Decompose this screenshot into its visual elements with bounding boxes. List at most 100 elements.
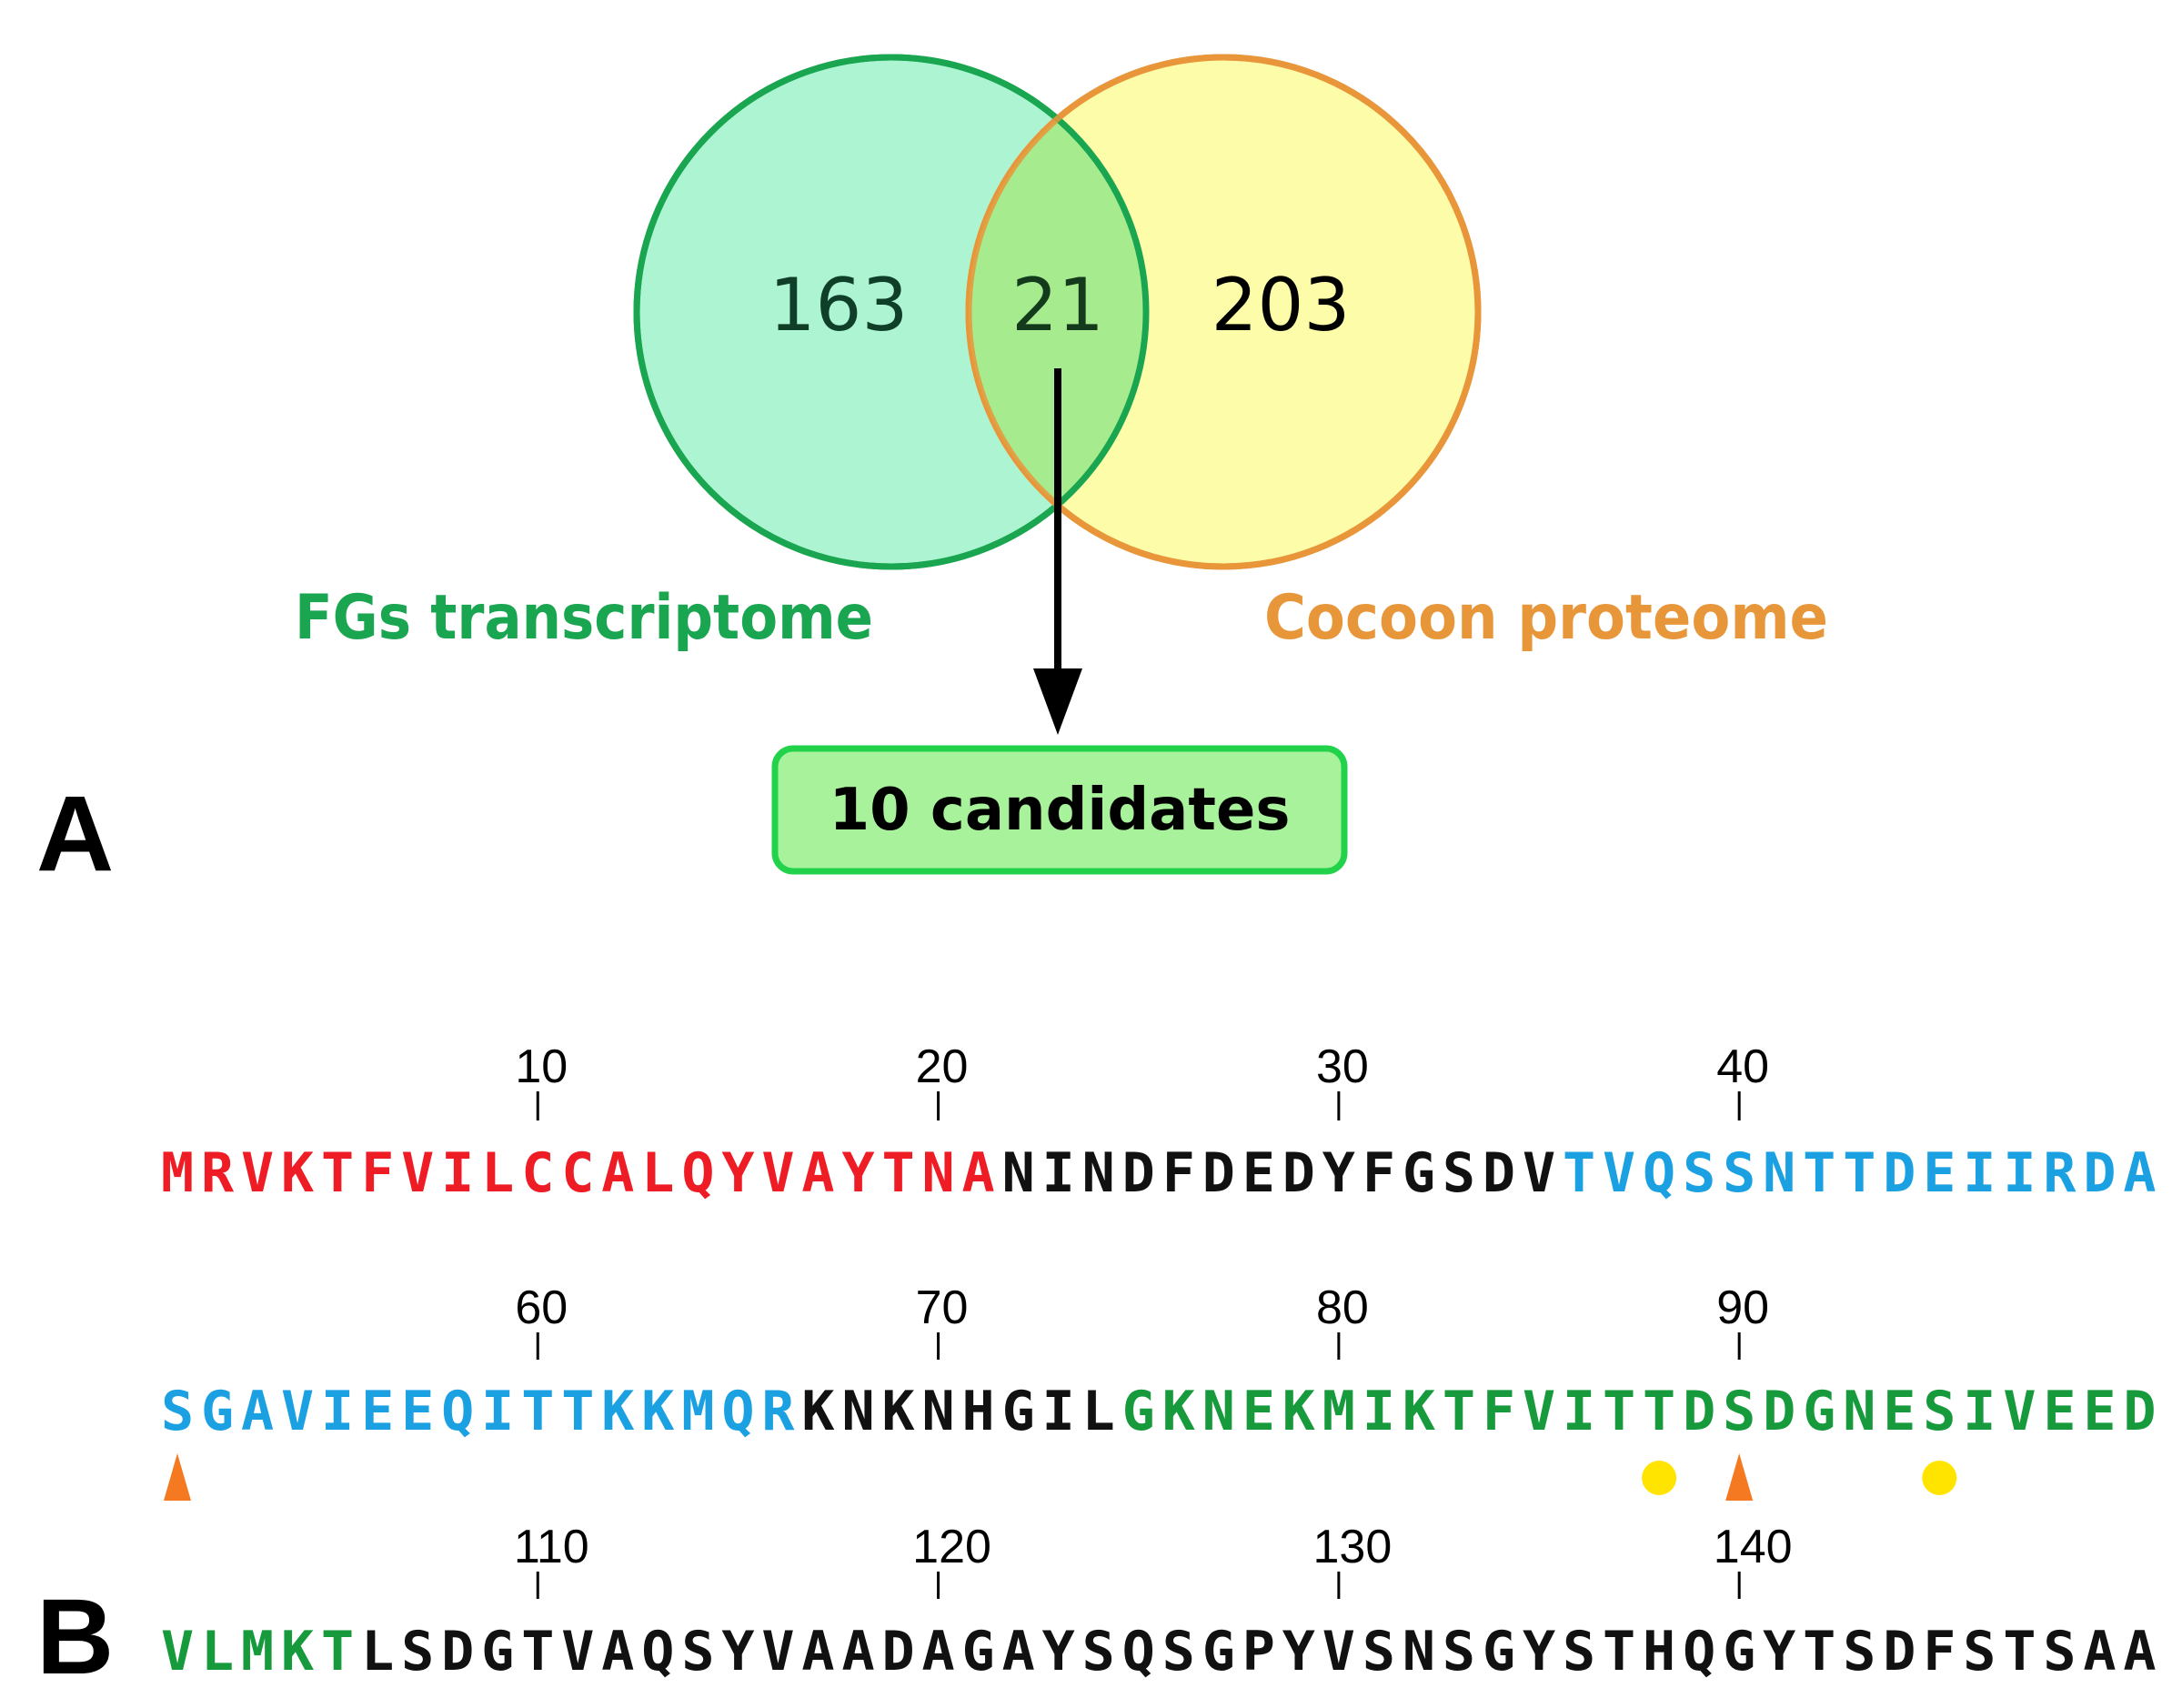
venn-intersection-area <box>969 57 1146 567</box>
residue: A <box>801 1141 834 1205</box>
residue: Y <box>1042 1620 1075 1683</box>
residue: E <box>361 1380 394 1443</box>
residue: G <box>1202 1620 1235 1683</box>
residue: A <box>962 1141 995 1205</box>
residue: N <box>1082 1141 1115 1205</box>
residue: N <box>1202 1380 1235 1443</box>
residue: A <box>241 1380 274 1443</box>
residue: K <box>281 1620 314 1683</box>
residue: A <box>2123 1620 2156 1683</box>
result-arrow <box>1033 368 1082 735</box>
venn-left-set-label: FGs transcriptome <box>295 582 873 654</box>
residue: I <box>321 1380 354 1443</box>
residue: I <box>1362 1380 1395 1443</box>
residue: T <box>561 1380 594 1443</box>
residue: F <box>1483 1380 1515 1443</box>
residue: A <box>601 1141 634 1205</box>
residue: E <box>1923 1141 1956 1205</box>
residue: T <box>1803 1141 1835 1205</box>
residue: M <box>681 1380 714 1443</box>
circle-marker <box>1642 1461 1677 1495</box>
residue: A <box>1002 1620 1035 1683</box>
triangle-marker <box>1725 1453 1754 1501</box>
residue: L <box>641 1141 674 1205</box>
residue: T <box>321 1141 354 1205</box>
residue: S <box>1963 1620 1996 1683</box>
residue: Q <box>1643 1141 1675 1205</box>
residue: A <box>601 1620 634 1683</box>
residue: V <box>1523 1380 1555 1443</box>
venn-left-outline <box>633 54 1150 570</box>
venn-intersection-count: 21 <box>1011 263 1104 347</box>
position-label: 20 <box>916 1040 969 1093</box>
residue: V <box>241 1141 274 1205</box>
candidates-box: 10 candidates <box>771 745 1348 875</box>
residue: F <box>1923 1620 1956 1683</box>
residue: Q <box>681 1141 714 1205</box>
residue: V <box>401 1141 434 1205</box>
residue: Y <box>721 1620 754 1683</box>
residue: E <box>1883 1380 1916 1443</box>
residue: P <box>1242 1620 1275 1683</box>
residue: D <box>441 1620 474 1683</box>
residue: Y <box>1763 1620 1795 1683</box>
residue: F <box>1162 1141 1195 1205</box>
residue: I <box>2003 1141 2036 1205</box>
residue: Y <box>721 1141 754 1205</box>
venn-diagram: 163 21 203 FGs transcriptome Cocoon prot… <box>295 54 1828 654</box>
residue: N <box>1843 1380 1875 1443</box>
residue: R <box>201 1141 235 1205</box>
residue: T <box>1603 1620 1635 1683</box>
residue: V <box>161 1620 194 1683</box>
residue: I <box>1563 1380 1595 1443</box>
residue: V <box>561 1620 594 1683</box>
residue: A <box>922 1620 955 1683</box>
residue: I <box>1963 1141 1996 1205</box>
residue: G <box>1483 1620 1515 1683</box>
residue: M <box>241 1620 274 1683</box>
residue: E <box>1242 1380 1275 1443</box>
residue: S <box>1082 1620 1115 1683</box>
residue: R <box>761 1380 795 1443</box>
residue: N <box>922 1141 955 1205</box>
residue: A <box>841 1620 874 1683</box>
residue: S <box>401 1620 434 1683</box>
residue: Y <box>1523 1620 1555 1683</box>
residue: D <box>2123 1380 2156 1443</box>
venn-right-set-label: Cocoon proteome <box>1264 582 1828 654</box>
residue: V <box>281 1380 314 1443</box>
residue: T <box>1563 1141 1595 1205</box>
residue: V <box>761 1141 794 1205</box>
residue: H <box>1643 1620 1675 1683</box>
residue: S <box>1443 1620 1475 1683</box>
residue: C <box>561 1141 594 1205</box>
residue: G <box>481 1620 514 1683</box>
venn-right-only-count: 203 <box>1212 263 1351 347</box>
residue: I <box>481 1380 514 1443</box>
position-label: 70 <box>916 1281 969 1334</box>
residue: I <box>1042 1141 1075 1205</box>
residue: K <box>601 1380 634 1443</box>
residue: K <box>1282 1380 1315 1443</box>
residue: S <box>681 1620 714 1683</box>
residue: D <box>1483 1141 1515 1205</box>
triangle-marker <box>164 1453 191 1501</box>
residue: G <box>1803 1380 1835 1443</box>
position-label: 40 <box>1716 1040 1769 1093</box>
residue: A <box>801 1620 834 1683</box>
residue: I <box>1042 1380 1075 1443</box>
panel-a-letter: A <box>36 774 114 894</box>
circle-marker <box>1922 1461 1957 1495</box>
residue: V <box>1523 1141 1555 1205</box>
residue: C <box>521 1141 554 1205</box>
residue: D <box>1883 1141 1916 1205</box>
residue: D <box>1763 1380 1795 1443</box>
residue: S <box>1723 1380 1755 1443</box>
residue: R <box>2043 1141 2076 1205</box>
venn-right-outline <box>965 54 1482 570</box>
residue: S <box>1843 1620 1875 1683</box>
position-label: 90 <box>1716 1281 1769 1334</box>
